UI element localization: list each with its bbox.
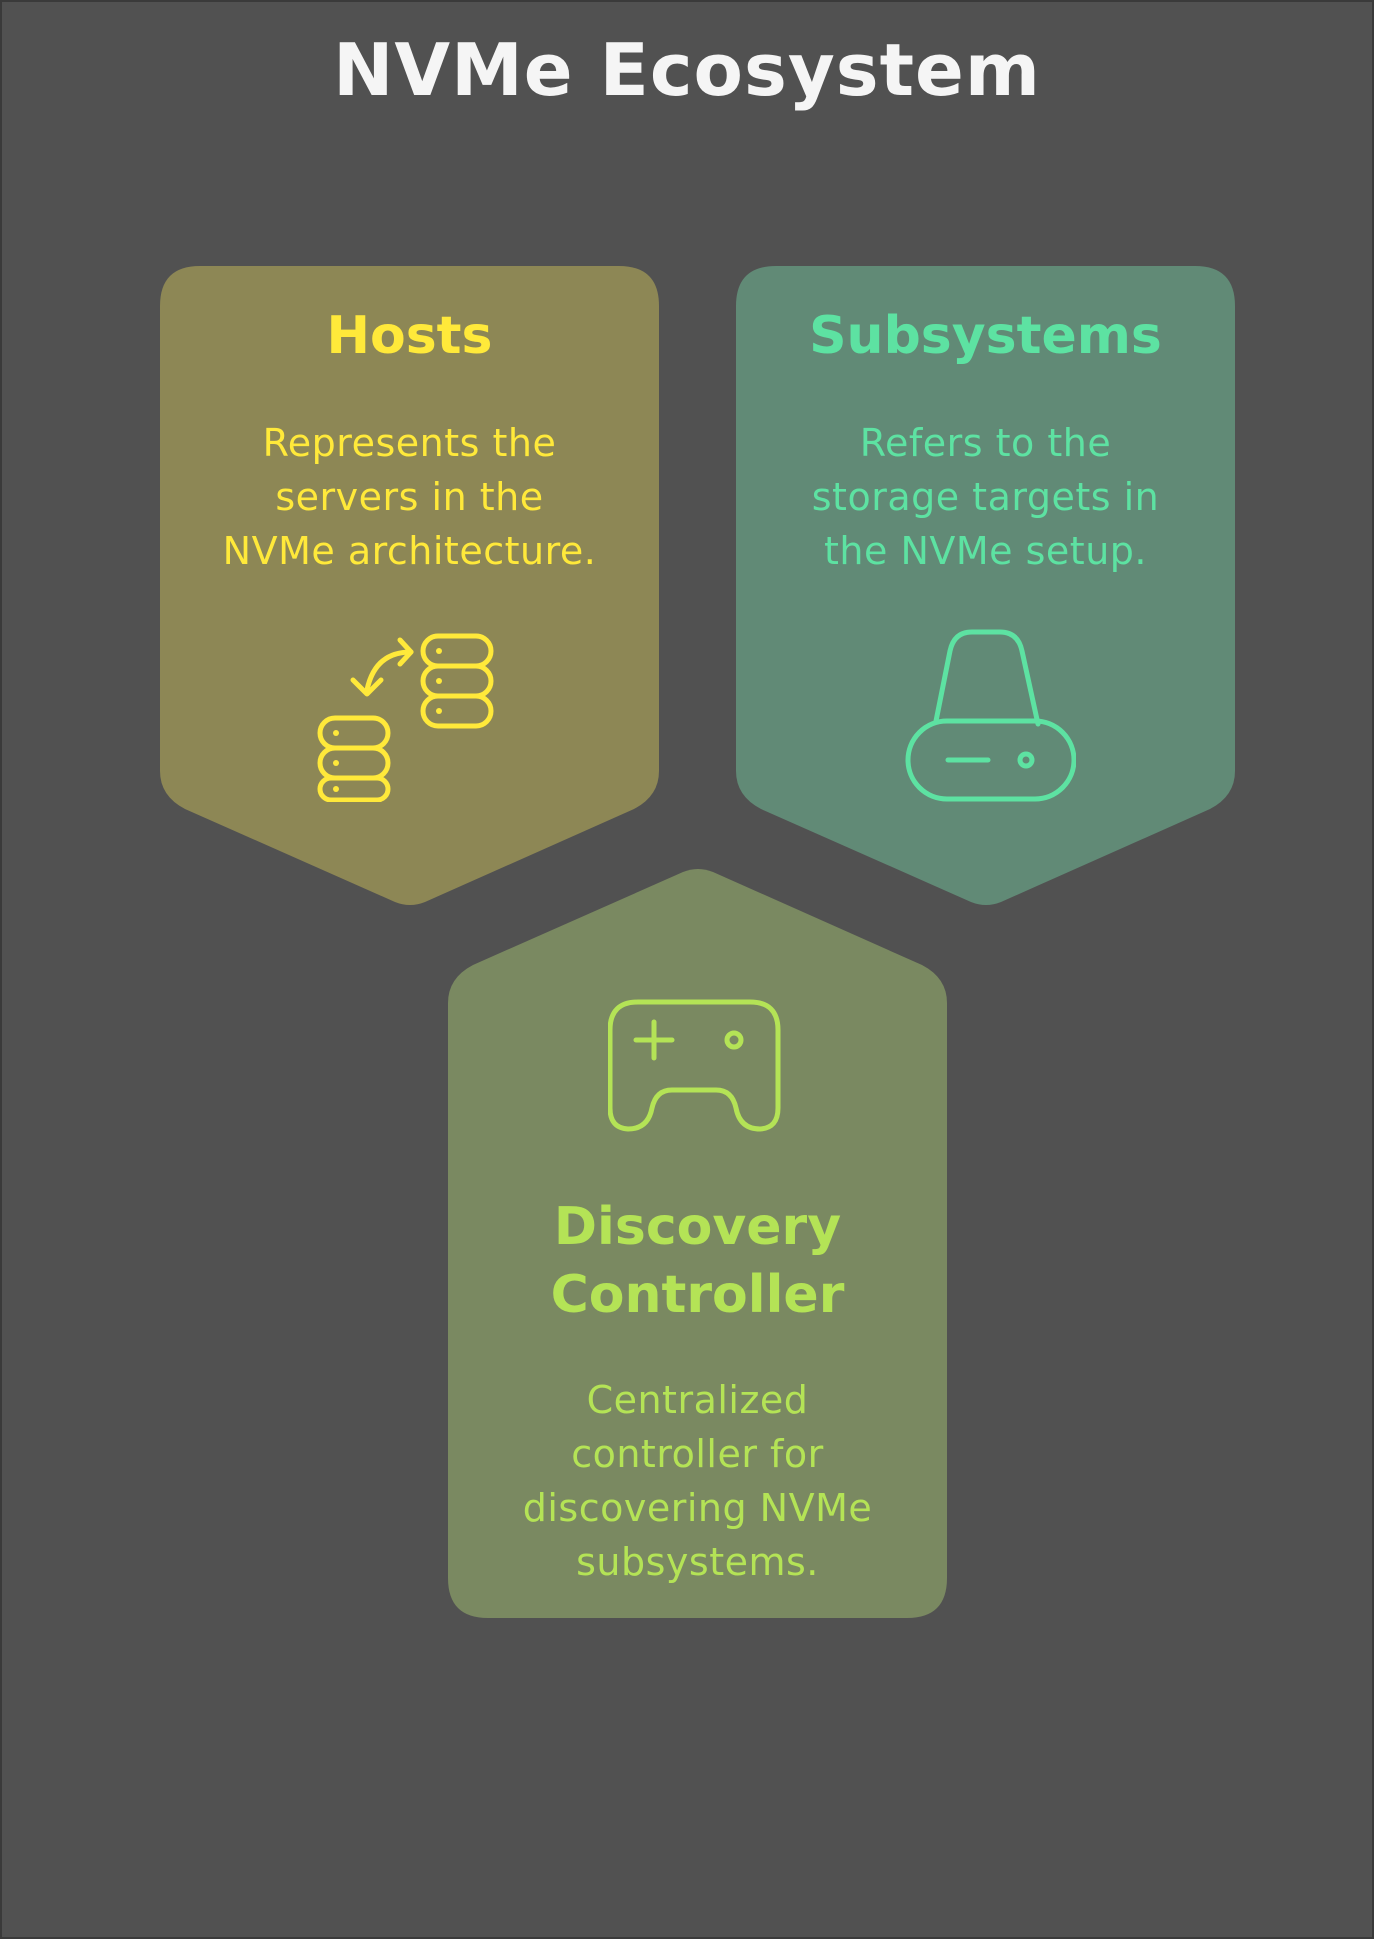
hard-drive-icon bbox=[905, 629, 1076, 802]
card-hosts-shape bbox=[160, 266, 659, 905]
card-title: Subsystems bbox=[809, 306, 1162, 366]
page-title: NVMe Ecosystem bbox=[333, 28, 1041, 112]
card-description: Centralized controller for discovering N… bbox=[468, 1373, 927, 1589]
server-exchange-icon bbox=[317, 633, 494, 802]
desc-line: discovering NVMe bbox=[522, 1486, 873, 1530]
desc-line: Refers to the bbox=[859, 421, 1112, 465]
card-description: Refers to the storage targets in the NVM… bbox=[756, 416, 1215, 578]
card-subsystems-shape bbox=[736, 266, 1235, 905]
desc-line: storage targets in bbox=[811, 475, 1160, 519]
card-title: Hosts bbox=[326, 306, 493, 366]
desc-line: subsystems. bbox=[576, 1540, 819, 1584]
desc-line: NVMe architecture. bbox=[222, 529, 597, 573]
card-discovery-shape bbox=[448, 869, 947, 1618]
card-subsystems: Subsystems Refers to the storage targets… bbox=[736, 266, 1235, 906]
desc-line: Represents the bbox=[262, 421, 557, 465]
desc-line: Centralized bbox=[586, 1378, 809, 1422]
desc-line: the NVMe setup. bbox=[824, 529, 1147, 573]
title-line: Controller bbox=[550, 1265, 845, 1325]
title-line: Discovery bbox=[553, 1197, 842, 1257]
card-title: Discovery Controller bbox=[448, 1193, 947, 1329]
gamepad-icon bbox=[608, 999, 781, 1132]
card-description: Represents the servers in the NVMe archi… bbox=[180, 416, 639, 578]
card-hosts: Hosts Represents the servers in the NVMe… bbox=[160, 266, 659, 906]
card-discovery-controller: Discovery Controller Centralized control… bbox=[448, 868, 947, 1618]
desc-line: controller for bbox=[571, 1432, 824, 1476]
desc-line: servers in the bbox=[275, 475, 544, 519]
